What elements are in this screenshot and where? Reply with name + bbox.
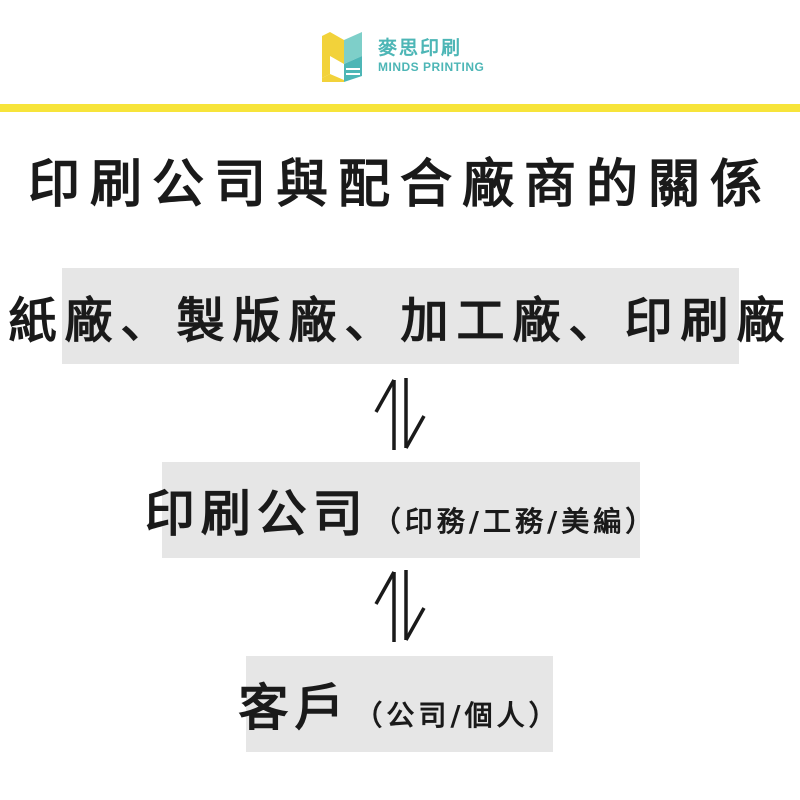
brand-text: 麥思印刷 MINDS PRINTING (378, 37, 484, 75)
node-printing-company-label: 印刷公司 (144, 485, 369, 543)
node-printing-company: 印刷公司 （印務/工務/美編） (145, 462, 653, 558)
node-customer-note: （公司/個人） (354, 699, 561, 732)
header-divider (0, 104, 800, 112)
node-suppliers: 紙廠、製版廠、加工廠、印刷廠 (9, 268, 785, 364)
brand-name: 麥思印刷 (378, 37, 463, 59)
bidirectional-arrows-icon (374, 570, 426, 642)
node-customer-label: 客戶 (238, 679, 351, 737)
brand-subtitle: MINDS PRINTING (378, 60, 485, 74)
bidirectional-arrows-icon (374, 378, 426, 450)
node-suppliers-label: 紙廠、製版廠、加工廠、印刷廠 (8, 293, 793, 349)
node-customer: 客戶 （公司/個人） (238, 656, 557, 752)
book-logo-icon (322, 32, 362, 82)
brand-header: 麥思印刷 MINDS PRINTING (318, 28, 488, 84)
node-printing-company-note: （印務/工務/美編） (372, 505, 658, 538)
diagram-title: 印刷公司與配合廠商的關係 (27, 155, 772, 215)
